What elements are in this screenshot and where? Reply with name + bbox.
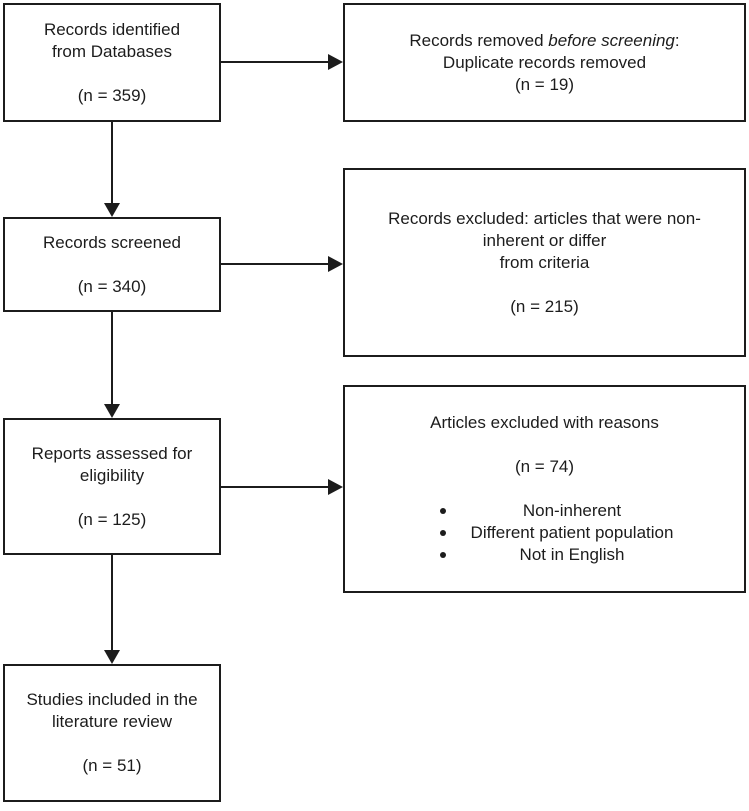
box-text-line: Articles excluded with reasons (430, 413, 659, 432)
box-records-identified: Records identified from Databases (n = 3… (3, 3, 221, 122)
list-item: Non-inherent (345, 500, 744, 522)
list-item: Different patient population (345, 522, 744, 544)
arrow-assessed-to-included-line (111, 555, 113, 651)
list-item: Not in English (345, 544, 744, 566)
arrowhead-right-icon (328, 54, 343, 70)
bullet-marker-icon (440, 552, 446, 558)
count-label: (n = 215) (510, 296, 579, 316)
bullet-text: Non-inherent (522, 501, 622, 520)
bullet-text: Not in English (519, 545, 625, 564)
box-records-removed: Records removed before screening: Duplic… (343, 3, 746, 122)
arrow-screened-to-assessed-line (111, 312, 113, 405)
box-records-screened: Records screened (n = 340) (3, 217, 221, 312)
arrow-identified-to-removed-line (221, 61, 329, 63)
arrowhead-down-icon (104, 650, 120, 664)
box-text-line: Records removed before screening: (345, 30, 744, 52)
count-label: (n = 51) (82, 756, 142, 775)
count-label: (n = 74) (514, 457, 575, 476)
box-text-line: from criteria (499, 252, 590, 272)
count-label: (n = 359) (77, 85, 147, 105)
count-label: (n = 19) (514, 74, 575, 94)
arrowhead-right-icon (328, 256, 343, 272)
arrow-identified-to-screened-line (111, 122, 113, 204)
count-label: (n = 125) (77, 509, 147, 529)
bullet-text: Different patient population (470, 523, 674, 542)
removed-line-suffix: : (674, 30, 680, 50)
arrowhead-down-icon (104, 203, 120, 217)
box-records-excluded: Records excluded: articles that were non… (343, 168, 746, 357)
box-text-line: Records screened (43, 232, 181, 252)
arrow-assessed-to-reasons-line (221, 486, 329, 488)
reasons-bullet-list: Non-inherent Different patient populatio… (345, 500, 744, 566)
box-text-line: from Databases (52, 41, 172, 61)
removed-line-prefix: Records removed (409, 30, 549, 50)
box-text-line: Records excluded: articles that were non… (388, 208, 701, 228)
box-text-line: Reports assessed for (31, 443, 193, 463)
box-reports-assessed: Reports assessed for eligibility (n = 12… (3, 418, 221, 555)
arrowhead-right-icon (328, 479, 343, 495)
box-text-line: Duplicate records removed (442, 52, 647, 72)
box-text-line: Studies included in the (26, 690, 198, 709)
box-text-line: inherent or differ (482, 230, 607, 250)
box-text-line: eligibility (79, 465, 145, 485)
bullet-marker-icon (440, 508, 446, 514)
arrowhead-down-icon (104, 404, 120, 418)
box-text-line: Records identified (43, 19, 181, 39)
bullet-marker-icon (440, 530, 446, 536)
box-articles-excluded-reasons: Articles excluded with reasons (n = 74) … (343, 385, 746, 593)
arrow-screened-to-excluded-line (221, 263, 329, 265)
count-label: (n = 340) (77, 276, 147, 296)
removed-line-italic: before screening (548, 30, 675, 50)
box-text-line: literature review (52, 712, 172, 731)
box-studies-included: Studies included in the literature revie… (3, 664, 221, 802)
